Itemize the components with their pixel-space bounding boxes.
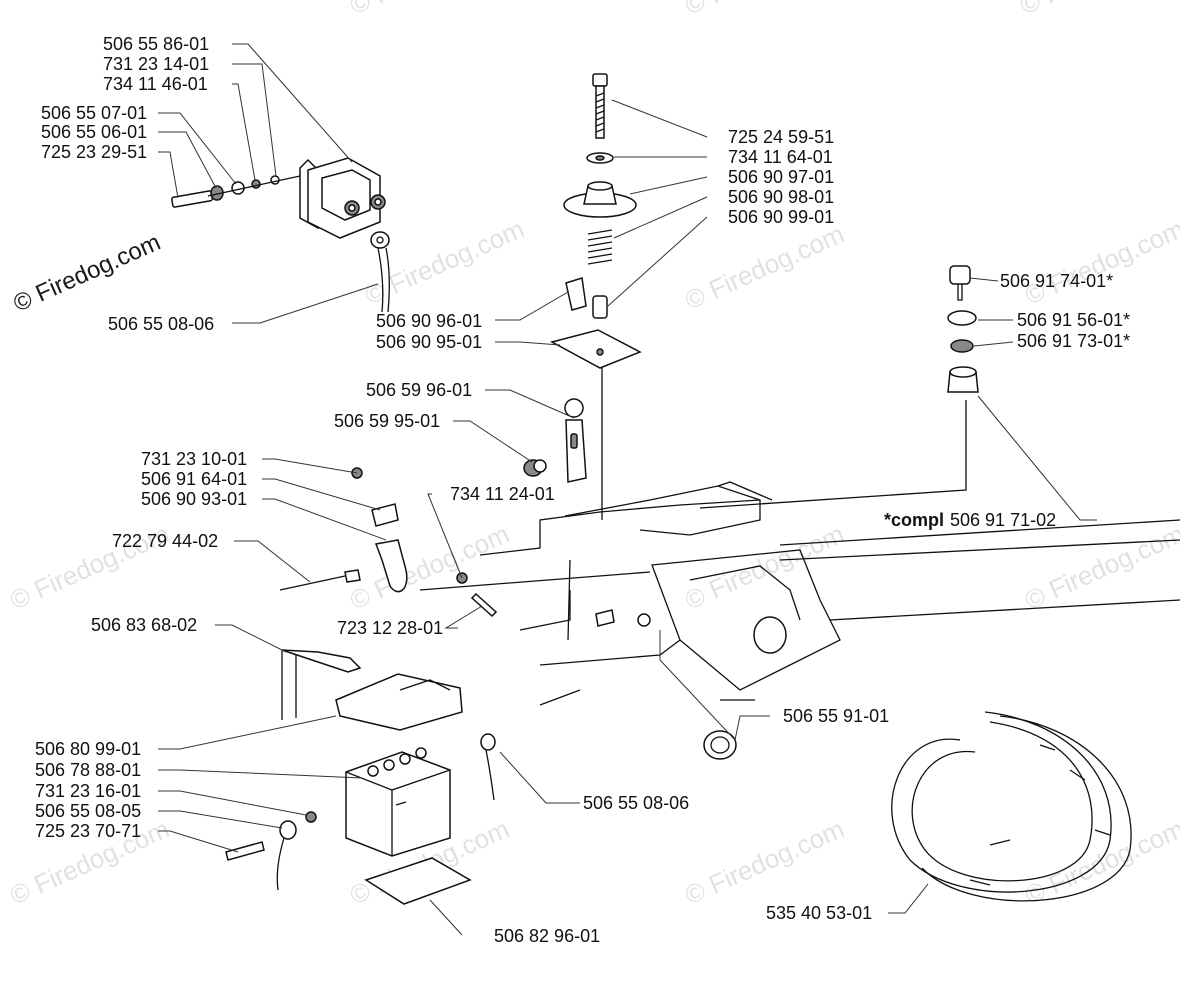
- copyright-watermark: © Firedog.com: [9, 229, 164, 318]
- part-label: 506 55 08-05: [35, 801, 141, 821]
- watermark-text: © Firedog.com: [1020, 814, 1180, 911]
- part-label: 506 55 91-01: [783, 706, 889, 726]
- part-label: 506 90 97-01: [728, 167, 834, 187]
- wiring-harness-drawing: [891, 711, 1132, 902]
- part-label: 506 91 71-02: [950, 510, 1056, 530]
- part-label: 731 23 14-01: [103, 54, 209, 74]
- tractor-frame-drawing: [479, 481, 1180, 760]
- part-label: 506 83 68-02: [91, 615, 197, 635]
- battery-drawing: [225, 649, 496, 905]
- part-label: 506 91 64-01: [141, 469, 247, 489]
- part-label: 506 82 96-01: [494, 926, 600, 946]
- cable-clamp-drawing: [279, 467, 651, 618]
- complete-prefix: *compl: [884, 510, 944, 530]
- part-label: 506 55 08-06: [583, 793, 689, 813]
- part-label: 506 59 95-01: [334, 411, 440, 431]
- watermark-text: © Firedog.com: [680, 519, 848, 616]
- spring-stack-drawing: [549, 73, 642, 520]
- watermark-text: © Firedog.com: [345, 0, 513, 20]
- ignition-switch-drawing: [699, 265, 979, 509]
- complete-assembly-label: *compl 506 91 71-02: [884, 510, 1056, 530]
- part-label: 506 55 07-01: [41, 103, 147, 123]
- part-label: 506 91 56-01*: [1017, 310, 1130, 330]
- part-label: 506 80 99-01: [35, 739, 141, 759]
- part-label: 723 12 28-01: [337, 618, 443, 638]
- lever-knob-drawing: [523, 398, 587, 483]
- watermark-text: © Firedog.com: [680, 0, 848, 20]
- part-label: 506 90 99-01: [728, 207, 834, 227]
- part-label: 731 23 16-01: [35, 781, 141, 801]
- part-label: 734 11 46-01: [103, 74, 208, 94]
- watermark-text: © Firedog.com: [680, 219, 848, 316]
- part-label: 734 11 24-01: [450, 484, 555, 504]
- watermark-text: © Firedog.com: [360, 214, 528, 311]
- part-label: 725 23 70-71: [35, 821, 141, 841]
- part-label: 506 91 73-01*: [1017, 331, 1130, 351]
- part-label: 731 23 10-01: [141, 449, 247, 469]
- part-label: 722 79 44-02: [112, 531, 218, 551]
- watermark-text: © Firedog.com: [1015, 0, 1180, 20]
- part-label: 725 23 29-51: [41, 142, 147, 162]
- watermark-text: © Firedog.com: [345, 519, 513, 616]
- leader-lines: [158, 43, 1097, 936]
- part-label: 535 40 53-01: [766, 903, 872, 923]
- part-labels: 506 55 86-01 731 23 14-01 734 11 46-01 5…: [35, 34, 1130, 946]
- part-label: 506 55 86-01: [103, 34, 209, 54]
- part-label: 506 90 96-01: [376, 311, 482, 331]
- part-label: 506 91 74-01*: [1000, 271, 1113, 291]
- watermark-text: © Firedog.com: [1020, 214, 1180, 311]
- part-label: 506 55 06-01: [41, 122, 147, 142]
- part-label: 506 78 88-01: [35, 760, 141, 780]
- part-label: 506 90 98-01: [728, 187, 834, 207]
- part-label: 506 59 96-01: [366, 380, 472, 400]
- solenoid-assembly-drawing: [171, 157, 390, 313]
- watermark-text: © Firedog.com: [680, 814, 848, 911]
- part-label: 506 90 93-01: [141, 489, 247, 509]
- part-label: 725 24 59-51: [728, 127, 834, 147]
- part-label: 506 55 08-06: [108, 314, 214, 334]
- part-label: 734 11 64-01: [728, 147, 833, 167]
- part-label: 506 90 95-01: [376, 332, 482, 352]
